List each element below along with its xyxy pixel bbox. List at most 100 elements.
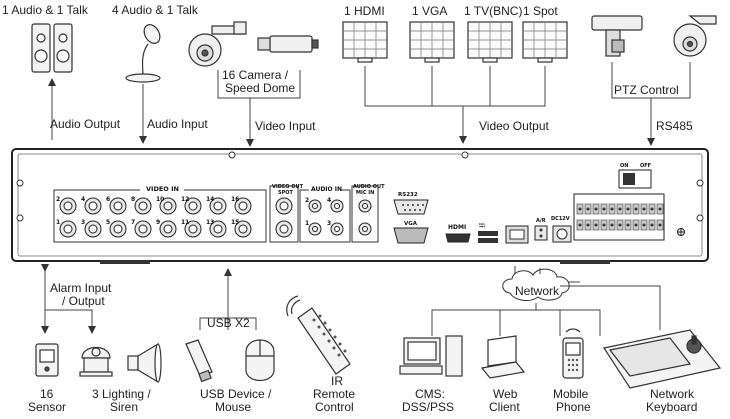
rs485-label: RS485 [656,119,693,133]
power-switch: ON OFF [618,163,652,189]
audio-in-jack: 4 [327,197,344,213]
video-in-number: 5 [106,219,110,226]
video-in-bnc: 7 [131,219,152,238]
ar-port: A/R [534,218,548,241]
audio-out-jack [358,199,372,213]
terminal-pin [608,219,616,231]
video-in-number: 6 [106,196,110,203]
ethernet-port [505,225,529,244]
off-label: OFF [640,163,651,169]
video-in-bnc: 10 [156,196,177,215]
camera-label: 16 Camera / [222,68,289,82]
dss-pss-label: DSS/PSS [402,400,454,414]
terminal-pin [584,203,592,215]
usb-device-label: USB Device / [200,387,272,401]
video-in-bnc: 5 [106,219,127,238]
audio-input-label: Audio Input [147,117,208,131]
video-in-bnc: 16 [231,196,252,215]
terminal-pin [600,219,608,231]
ar-label: A/R [536,218,546,224]
terminal-pin [632,219,640,231]
terminal-pin [632,203,640,215]
mic-in-jack [358,222,372,236]
audio-talk-label: 1 Audio & 1 Talk [2,3,89,17]
hdmi-label: HDMI [448,224,466,231]
audio-in-number: 1 [305,220,309,227]
audio-in-jack: 1 [305,220,322,236]
video-in-bnc: 12 [181,196,202,215]
video-in-number: 15 [231,219,239,226]
terminal-pin [648,203,656,215]
terminal-pin [656,203,664,215]
vga-monitor-label: 1 VGA [412,4,447,18]
video-in-number: 11 [181,219,189,226]
dc12v-label: DC12V [551,216,570,222]
mic-in-header: MIC IN [356,190,374,196]
ptz-camera-icon [591,15,643,57]
vga-monitor-icon [409,21,455,63]
lighting-label: 3 Lighting / [92,387,151,401]
audio-output-label: Audio Output [50,117,121,131]
video-in-number: 10 [156,196,164,203]
terminal-pin [648,219,656,231]
audio-in-jack: 3 [327,220,344,236]
tv-monitor-label: 1 TV(BNC) [464,4,522,18]
network-keyboard-icon [603,329,722,389]
cms-label: CMS: [415,387,445,401]
spot-monitor-icon [522,21,568,63]
terminal-pin [584,219,592,231]
speaker-icon [31,23,73,73]
mobile-label: Mobile [553,387,589,401]
video-in-bnc: 1 [56,219,77,238]
usb-x2-label: USB X2 [207,316,250,330]
terminal-pin [624,203,632,215]
video-in-number: 16 [231,196,239,203]
video-in-number: 9 [156,219,160,226]
video-output-label: Video Output [479,119,549,133]
usb-ports: ⭾ [478,221,498,243]
video-in-number: 8 [131,196,135,203]
on-label: ON [620,163,628,169]
terminal-pin [640,219,648,231]
audio4-talk-label: 4 Audio & 1 Talk [112,3,199,17]
spot-bnc-bottom [275,220,293,238]
dc12v-port: DC12V [551,216,572,243]
video-in-number: 2 [56,196,60,203]
video-in-number: 3 [81,219,85,226]
video-in-bnc: 4 [81,196,102,215]
video-out-header: VIDEO OUT [272,184,304,190]
spot-out-block: VIDEO OUT SPOT [269,184,304,243]
terminal-pin [592,219,600,231]
ir-remote-icon [286,295,351,375]
audio-in-jack: 2 [305,197,322,213]
audio-in-number: 4 [327,197,331,204]
siren-label: Siren [110,400,138,414]
terminal-pin [640,203,648,215]
ground-screw [677,228,685,236]
terminal-pin [616,219,624,231]
spot-monitor-label: 1 Spot [523,4,558,18]
remote-label: Remote [313,387,355,401]
network-cloud-label: Network [515,284,560,298]
terminal-pin [600,203,608,215]
video-in-number: 1 [56,219,60,226]
laptop-icon [480,335,526,379]
ir-label: IR [331,374,343,388]
video-in-number: 13 [206,219,214,226]
lighting-icon [79,346,113,377]
spot-header: SPOT [278,190,294,196]
web-label: Web [493,387,518,401]
terminal-pin [608,203,616,215]
hdmi-monitor-icon [342,21,388,63]
sensor-icon [35,343,59,377]
video-in-number: 12 [181,196,189,203]
speed-dome-label: Speed Dome [225,81,295,95]
network-cloud-icon [502,268,570,301]
ptz-dome-icon [673,15,717,57]
video-in-bnc: 15 [231,219,252,238]
video-in-number: 4 [81,196,85,203]
video-in-bnc: 9 [156,219,177,238]
keyboard-label: Keyboard [646,400,697,414]
